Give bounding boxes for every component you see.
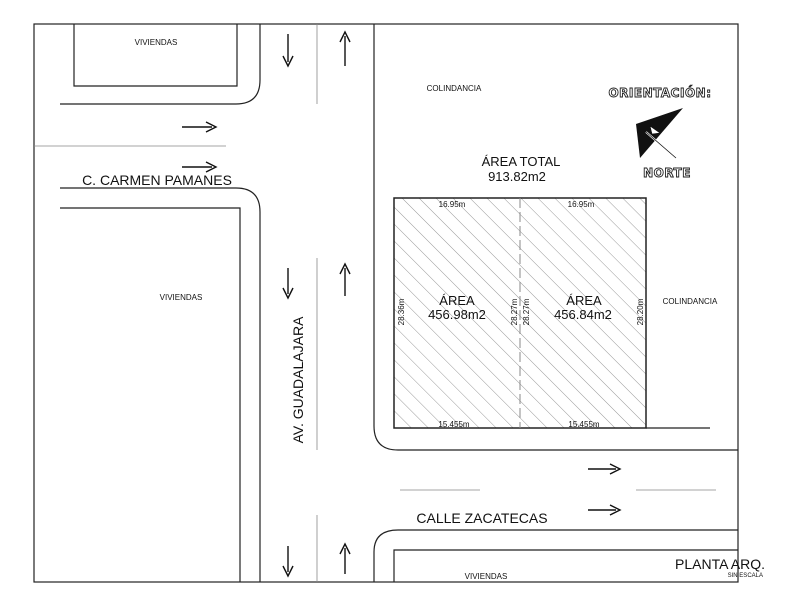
left-area-value: 456.98m2 <box>428 307 486 322</box>
right-area-title: ÁREA <box>566 293 602 308</box>
plan-title: PLANTA ARQ. <box>675 556 765 572</box>
street-carmen-label: C. CARMEN PAMANES <box>82 172 232 188</box>
arrow-right-icon <box>182 161 218 173</box>
traffic-arrows <box>182 30 622 578</box>
arrow-down-icon <box>282 34 294 68</box>
plan-border <box>33 23 739 583</box>
orientation-title: ORIENTACIÓN: <box>608 85 711 100</box>
block-outlines <box>60 24 738 582</box>
left-side-dimension: 28.36m <box>397 298 406 325</box>
arrow-up-icon <box>339 30 351 66</box>
arrow-up-icon <box>339 542 351 574</box>
street-zacatecas-label: CALLE ZACATECAS <box>416 510 547 526</box>
viviendas-top-label: VIVIENDAS <box>135 38 178 47</box>
arrow-up-icon <box>339 262 351 296</box>
total-area-value: 913.82m2 <box>488 169 546 184</box>
street-guadalajara-label: AV. GUADALAJARA <box>290 316 306 443</box>
total-area-title: ÁREA TOTAL <box>482 154 561 169</box>
colindancia-right-label: COLINDANCIA <box>663 297 718 306</box>
north-arrow-icon <box>636 108 683 159</box>
middle-dimension-b: 28.27m <box>522 298 531 325</box>
arrow-down-icon <box>282 268 294 300</box>
top-left-dimension: 16.95m <box>439 200 466 209</box>
viviendas-mid-label: VIVIENDAS <box>160 293 203 302</box>
viviendas-bottom-label: VIVIENDAS <box>465 572 508 581</box>
arrow-right-icon <box>588 504 622 516</box>
arrow-right-icon <box>588 463 622 475</box>
bottom-left-dimension: 15.455m <box>438 420 469 429</box>
bottom-right-dimension: 15.455m <box>568 420 599 429</box>
left-area-title: ÁREA <box>439 293 475 308</box>
top-right-dimension: 16.95m <box>568 200 595 209</box>
plan-subtitle: SIN ESCALA <box>728 573 763 579</box>
arrow-down-icon <box>282 546 294 578</box>
north-label: NORTE <box>643 166 691 180</box>
arrow-right-icon <box>182 121 218 133</box>
right-side-dimension: 28.20m <box>636 298 645 325</box>
middle-dimension-a: 28.27m <box>510 298 519 325</box>
lane-dividers <box>34 24 716 582</box>
right-area-value: 456.84m2 <box>554 307 612 322</box>
colindancia-top-label: COLINDANCIA <box>427 84 482 93</box>
